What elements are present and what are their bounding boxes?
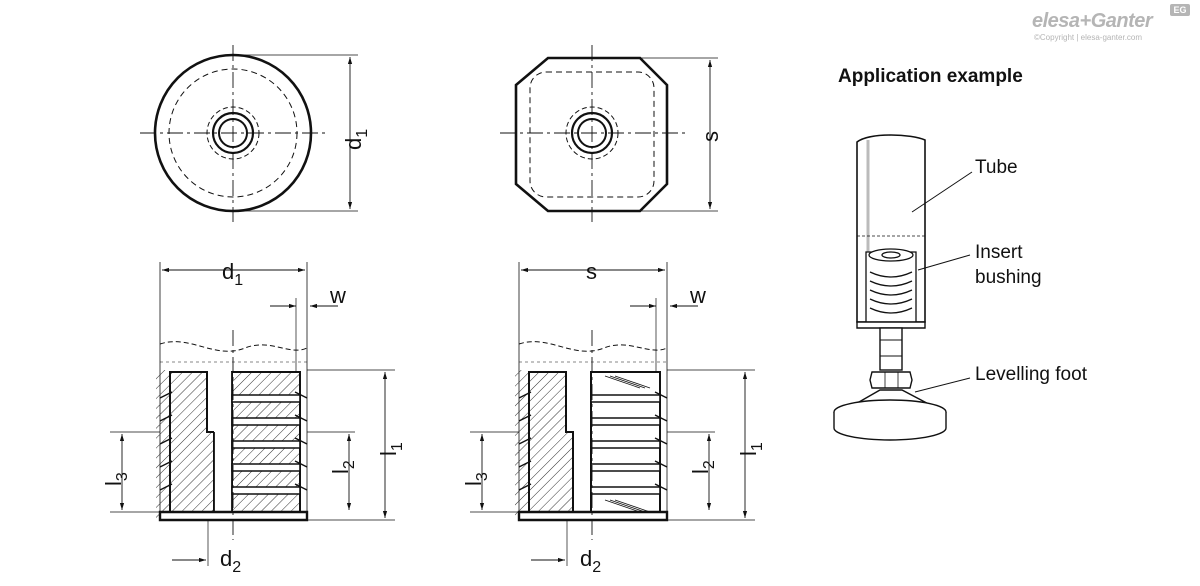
square-section-view (470, 262, 755, 566)
dim-w-round: w (330, 283, 346, 308)
dim-l1-square: l1 (736, 442, 766, 456)
label-tube: Tube (975, 157, 1018, 178)
dim-d1-side: d1 (222, 259, 244, 289)
dim-l2-round: l2 (328, 460, 358, 474)
application-title: Application example (838, 66, 1023, 87)
application-illustration (833, 134, 973, 441)
dim-w-square: w (690, 283, 706, 308)
label-insert-bushing: Insert bushing (975, 240, 1042, 290)
label-levelling-foot: Levelling foot (975, 364, 1087, 385)
square-top-view (500, 45, 718, 222)
dim-s-top: s (698, 131, 723, 142)
brand-badge: EG (1170, 4, 1190, 16)
dim-d1-top: d1 (341, 128, 371, 150)
dim-d2-round: d2 (220, 546, 242, 576)
label-insert-line1: Insert (975, 242, 1023, 263)
dim-l2-square: l2 (688, 460, 718, 474)
label-insert-line2: bushing (975, 267, 1042, 288)
round-top-view (140, 45, 358, 222)
dim-l1-round: l1 (376, 442, 406, 456)
dim-s-side: s (586, 259, 597, 284)
brand-logo: elesa+Ganter (1032, 10, 1153, 32)
dim-l3-round: l3 (101, 472, 131, 486)
round-section-view (110, 262, 395, 566)
dim-l3-square: l3 (461, 472, 491, 486)
copyright-text: ©Copyright | elesa-ganter.com (1034, 33, 1143, 42)
dim-d2-square: d2 (580, 546, 602, 576)
